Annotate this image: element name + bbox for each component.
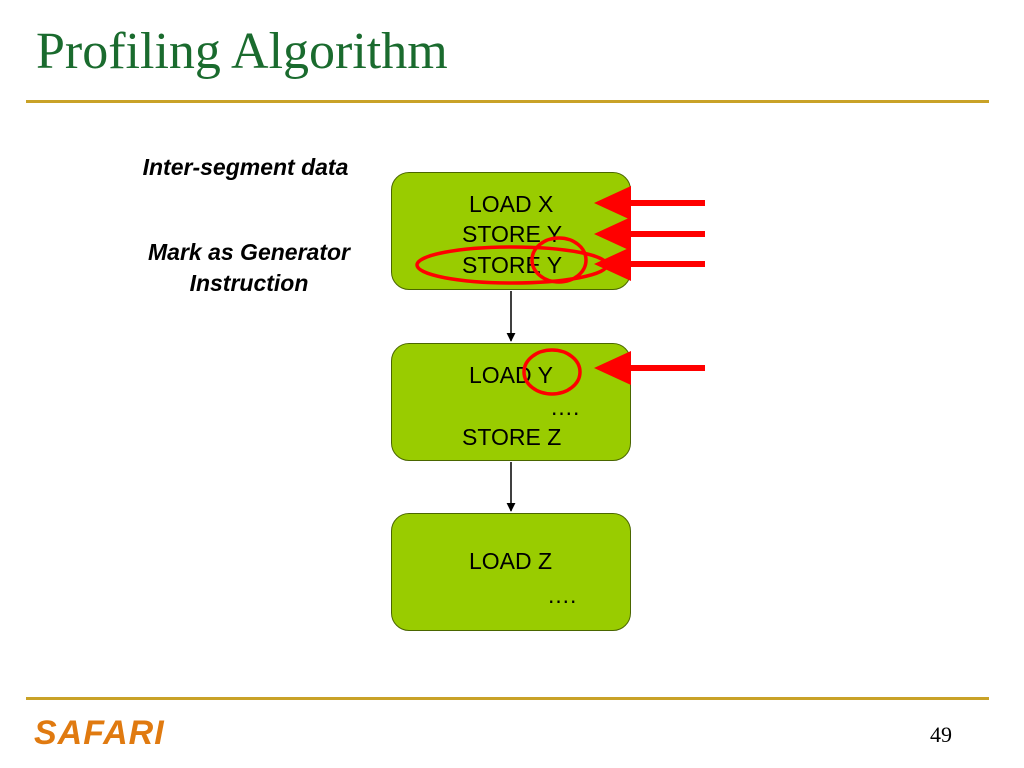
mark-generator-label-line2: Instruction [189, 270, 309, 296]
slide-title: Profiling Algorithm [36, 23, 448, 80]
mark-generator-label-line1: Mark as Generator [148, 239, 350, 265]
title-divider [26, 100, 989, 103]
red-arrow-load-y [594, 351, 705, 385]
instruction-store-y-2: STORE Y [462, 252, 563, 278]
instruction-load-y: LOAD Y [469, 362, 553, 388]
inter-segment-label: Inter-segment data [142, 154, 349, 180]
instruction-load-x: LOAD X [469, 191, 554, 217]
mark-generator-label: Mark as Generator Instruction [118, 237, 380, 299]
instruction-store-z: STORE Z [462, 424, 562, 450]
code-segment-2: LOAD Y …. STORE Z [391, 343, 631, 461]
instruction-load-z: LOAD Z [469, 548, 553, 574]
red-arrow-store-y-2 [594, 247, 705, 281]
generator-instruction-highlight [415, 245, 609, 285]
code-segment-3: LOAD Z …. [391, 513, 631, 631]
footer-divider [26, 697, 989, 700]
red-arrow-store-y-1 [594, 217, 705, 251]
page-number: 49 [930, 722, 952, 747]
ellipsis: …. [550, 394, 580, 420]
ellipsis: …. [547, 582, 577, 608]
safari-logo: SAFARI [34, 714, 165, 752]
code-segment-1: LOAD X STORE Y STORE Y [391, 172, 631, 290]
red-arrow-load-x [594, 186, 705, 220]
load-y-variable-highlight [522, 348, 582, 396]
store-y-variable-highlight [530, 236, 588, 284]
